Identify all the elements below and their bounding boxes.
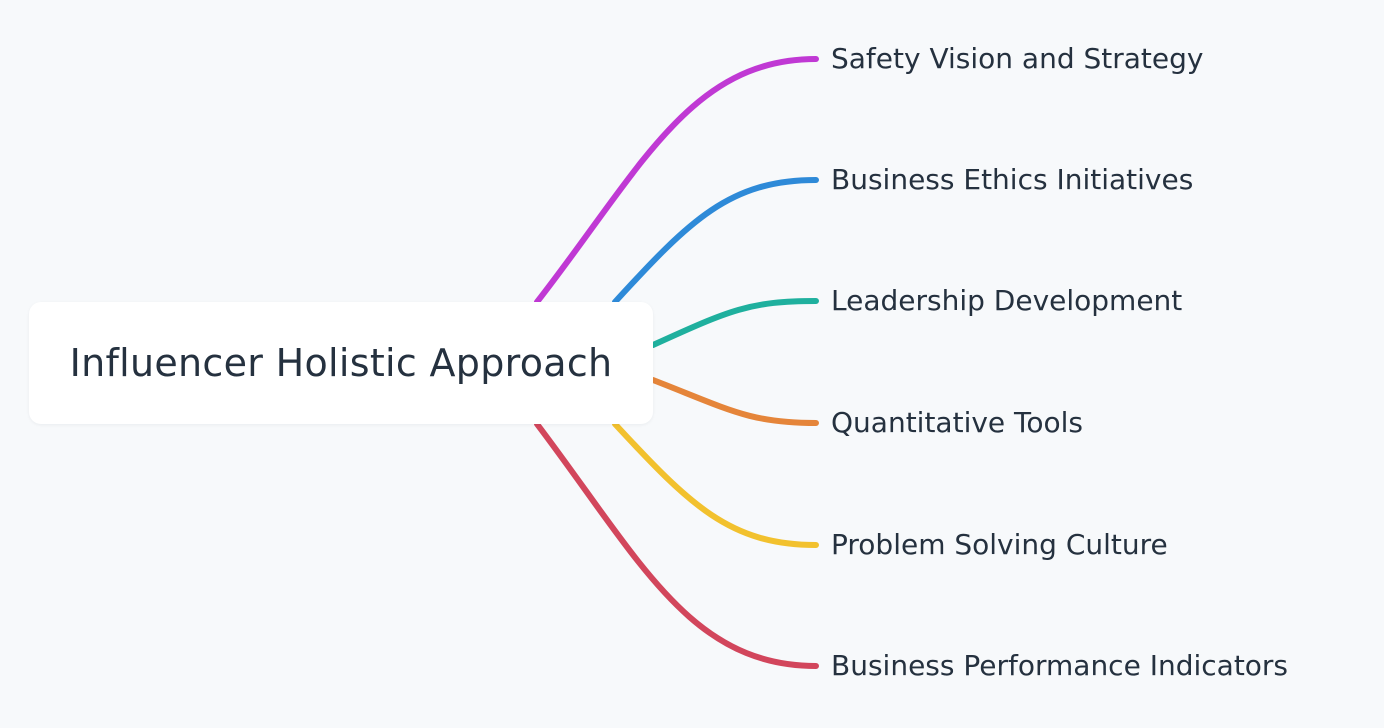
branch-label-business-ethics[interactable]: Business Ethics Initiatives bbox=[831, 163, 1194, 196]
branch-label-quantitative-tools[interactable]: Quantitative Tools bbox=[831, 406, 1084, 439]
connector-performance-indicators bbox=[534, 421, 819, 669]
branch-label-performance-indicators[interactable]: Business Performance Indicators bbox=[831, 649, 1289, 682]
branch-label-safety-vision[interactable]: Safety Vision and Strategy bbox=[831, 42, 1204, 75]
root-node-label: Influencer Holistic Approach bbox=[69, 341, 613, 385]
connector-business-ethics bbox=[612, 177, 819, 305]
connector-safety-vision bbox=[534, 56, 819, 305]
branch-label-leadership[interactable]: Leadership Development bbox=[831, 284, 1183, 317]
connector-problem-solving bbox=[612, 421, 819, 548]
connector-quantitative-tools bbox=[650, 377, 819, 426]
connector-leadership bbox=[650, 298, 819, 348]
branch-label-problem-solving[interactable]: Problem Solving Culture bbox=[831, 528, 1168, 561]
root-node[interactable]: Influencer Holistic Approach bbox=[29, 302, 653, 424]
